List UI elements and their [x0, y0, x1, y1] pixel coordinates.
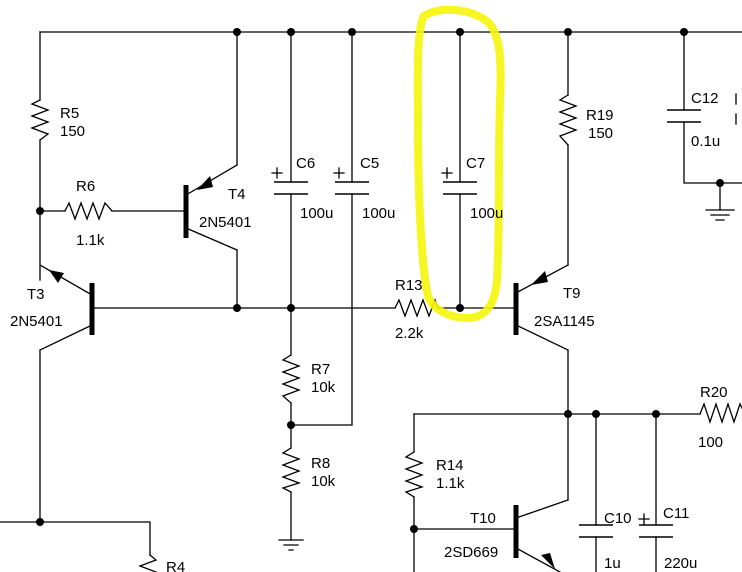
- label-C10-ref: C10: [604, 510, 632, 527]
- transistor-T10: [513, 499, 569, 572]
- label-C10-value: 1u: [604, 555, 621, 572]
- label-R6-value: 1.1k: [76, 232, 105, 249]
- ground-symbol: [278, 539, 304, 551]
- resistor-R8: [281, 447, 302, 493]
- label-R8-value: 10k: [311, 473, 336, 490]
- ground-symbol: [705, 209, 735, 221]
- resistor-R7: [281, 354, 301, 404]
- wires: [0, 31, 742, 572]
- label-R13-value: 2.2k: [395, 325, 424, 342]
- label-T9-ref: T9: [563, 285, 581, 302]
- capacitor-C6: [271, 167, 308, 195]
- label-R7-value: 10k: [311, 379, 336, 396]
- transistor-T3: [39, 264, 95, 351]
- label-T3-value: 2N5401: [10, 313, 63, 330]
- resistor-R19: [558, 94, 578, 146]
- label-R13-ref: R13: [395, 277, 423, 294]
- label-R6-ref: R6: [76, 178, 95, 195]
- label-C11-value: 220u: [664, 555, 697, 572]
- label-R5-value: 150: [60, 123, 85, 140]
- capacitor-C10: [579, 524, 613, 538]
- label-C7-value: 100u: [470, 205, 503, 222]
- label-T4-value: 2N5401: [199, 214, 252, 231]
- label-R20-value: 100: [698, 434, 723, 451]
- label-T9-value: 2SA1145: [534, 313, 595, 330]
- resistor-R6: [64, 201, 113, 221]
- label-T10-value: 2SD669: [444, 544, 498, 561]
- labels: R5 150 R6 1.1k T4 2N5401 T3 2N5401 C6 10…: [10, 90, 728, 572]
- transistor-T4: [183, 164, 238, 251]
- label-R14-value: 1.1k: [436, 475, 465, 492]
- label-C7-ref: C7: [466, 155, 485, 172]
- resistor-R4: [138, 554, 158, 572]
- label-C6-value: 100u: [300, 205, 333, 222]
- label-R20-ref: R20: [700, 384, 728, 401]
- capacitor-C5: [333, 167, 369, 195]
- capacitor-C11: [638, 513, 673, 538]
- transistor-T9: [513, 264, 569, 351]
- capacitor-C7: [441, 167, 477, 195]
- label-C12-ref: C12: [691, 90, 719, 107]
- label-R19-ref: R19: [586, 107, 614, 124]
- resistor-R14: [404, 451, 425, 498]
- label-T10-ref: T10: [470, 510, 496, 527]
- resistor-R20: [699, 401, 742, 425]
- label-C6-ref: C6: [296, 155, 315, 172]
- resistor-R5: [30, 99, 50, 141]
- label-R7-ref: R7: [311, 361, 330, 378]
- label-C11-ref: C11: [663, 505, 689, 522]
- label-T3-ref: T3: [27, 286, 45, 303]
- label-R14-ref: R14: [436, 457, 464, 474]
- label-C5-ref: C5: [360, 155, 379, 172]
- label-C12-value: 0.1u: [691, 133, 720, 150]
- junctions: [36, 28, 724, 533]
- label-R19-value: 150: [588, 125, 613, 142]
- highlight-annotation: [413, 5, 505, 322]
- label-R8-ref: R8: [311, 455, 330, 472]
- label-R4-ref: R4: [166, 559, 185, 572]
- label-R5-ref: R5: [60, 105, 79, 122]
- capacitor-C12: [667, 93, 737, 125]
- label-T4-ref: T4: [228, 186, 246, 203]
- label-C5-value: 100u: [362, 205, 395, 222]
